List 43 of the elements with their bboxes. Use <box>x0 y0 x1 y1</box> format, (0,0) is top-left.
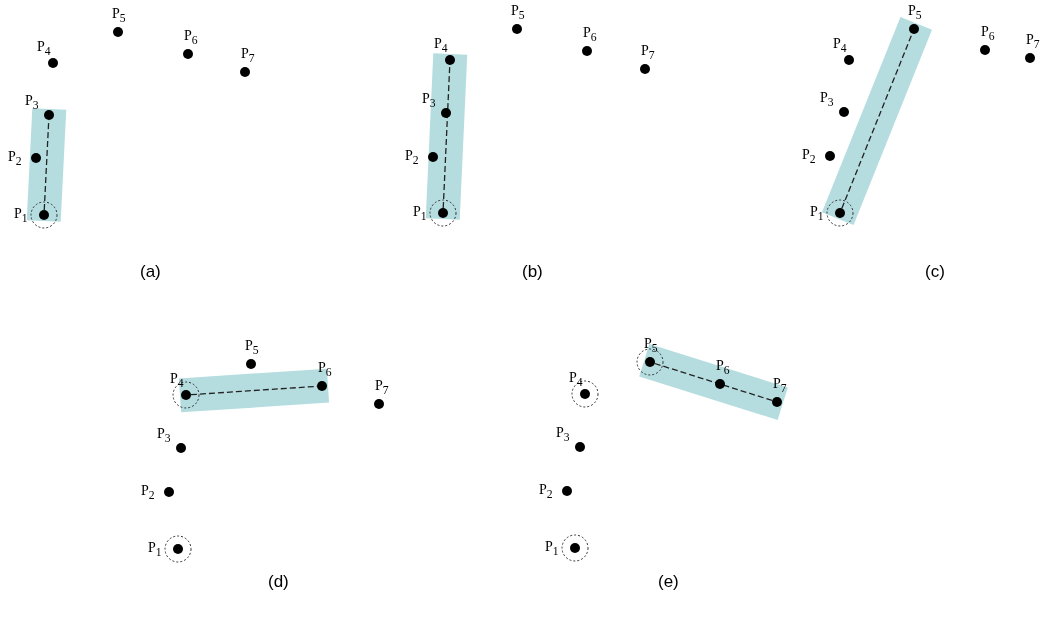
point-label: P$_{2}$ <box>802 147 816 168</box>
panel-caption: (a) <box>140 262 161 282</box>
point-label: P$_{1}$ <box>413 204 427 225</box>
point-label: P$_{5}$ <box>908 3 922 24</box>
point-label: P$_{2}$ <box>539 482 553 503</box>
point-label: P$_{1}$ <box>148 540 162 561</box>
point-label: P$_{6}$ <box>318 360 332 381</box>
point-label: P$_{5}$ <box>511 3 525 24</box>
dashed-line <box>654 362 773 402</box>
point-label: P$_{1}$ <box>14 206 28 227</box>
point-label: P$_{5}$ <box>245 338 259 359</box>
point-label: P$_{3}$ <box>157 426 171 447</box>
point-label: P$_{5}$ <box>112 6 126 27</box>
point-label: P$_{3}$ <box>556 425 570 446</box>
point-label: P$_{2}$ <box>141 483 155 504</box>
point-label: P$_{7}$ <box>1026 32 1040 53</box>
point-label: P$_{3}$ <box>820 90 834 111</box>
dashed-line <box>841 33 913 209</box>
point-label: P$_{2}$ <box>405 148 419 169</box>
point-label: P$_{3}$ <box>422 91 436 112</box>
panel-caption: (e) <box>658 572 679 592</box>
panel-caption: (c) <box>925 262 945 282</box>
point-label: P$_{4}$ <box>37 39 51 60</box>
point-label: P$_{2}$ <box>8 149 22 170</box>
point-label: P$_{4}$ <box>569 370 583 391</box>
dashed-line <box>442 64 451 209</box>
point-label: P$_{3}$ <box>25 93 39 114</box>
point-label: P$_{4}$ <box>434 36 448 57</box>
point-label: P$_{4}$ <box>170 371 184 392</box>
point-label: P$_{7}$ <box>241 46 255 67</box>
point-label: P$_{1}$ <box>810 204 824 225</box>
point-label: P$_{4}$ <box>833 36 847 57</box>
point-label: P$_{6}$ <box>184 28 198 49</box>
point-label: P$_{6}$ <box>981 24 995 45</box>
point-label: P$_{7}$ <box>375 378 389 399</box>
point-label: P$_{7}$ <box>773 376 787 397</box>
point-label: P$_{6}$ <box>716 358 730 379</box>
panel-caption: (d) <box>268 572 289 592</box>
panel-caption: (b) <box>522 262 543 282</box>
point-label: P$_{7}$ <box>641 43 655 64</box>
point-label: P$_{5}$ <box>644 336 658 357</box>
point-label: P$_{1}$ <box>545 539 559 560</box>
point-label: P$_{6}$ <box>583 25 597 46</box>
